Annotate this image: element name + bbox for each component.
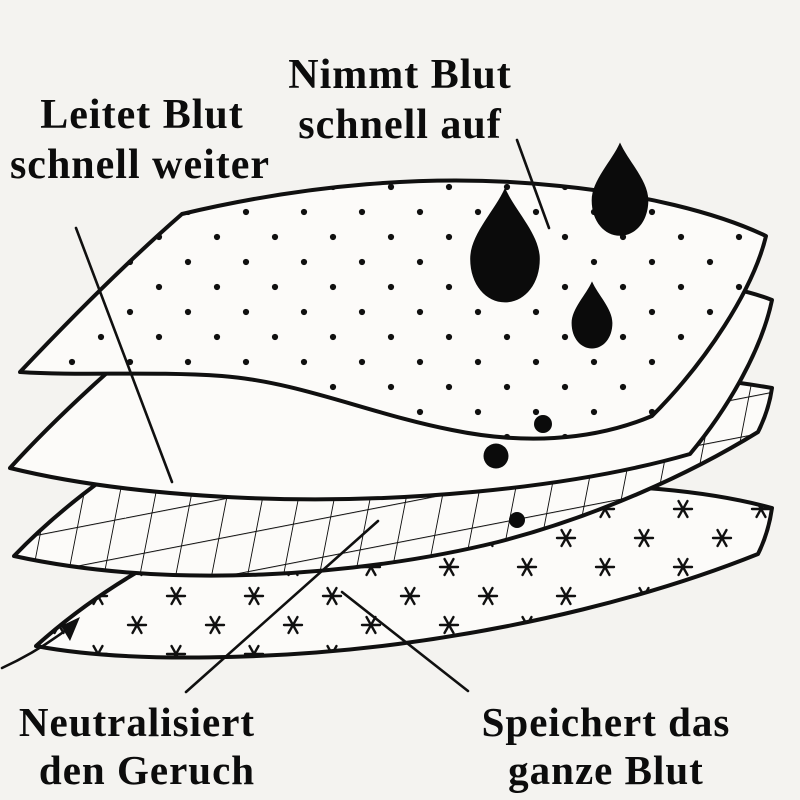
layer-top-sheet — [18, 178, 768, 441]
blood-drops — [470, 142, 649, 528]
blood-dot-icon — [509, 512, 525, 528]
label-top-center-line2: schnell auf — [298, 102, 502, 148]
blood-dot-icon — [483, 443, 509, 469]
label-top-center-line1: Nimmt Blut — [288, 52, 512, 98]
label-bottom-right-line2: ganze Blut — [508, 747, 704, 793]
label-bottom-right-line1: Speichert das — [482, 699, 731, 745]
leader-line-top-center — [515, 138, 551, 230]
label-bottom-left-line2: den Geruch — [39, 747, 255, 793]
label-bottom-left-line1: Neutralisiert — [19, 699, 255, 745]
label-top-left-line2: schnell weiter — [10, 142, 270, 188]
leader-line-bottom-left — [184, 519, 380, 694]
leader-line-top-left — [74, 226, 174, 484]
pointer-arrow-icon — [0, 617, 80, 670]
label-top-left-line1: Leitet Blut — [40, 92, 243, 138]
blood-dot-icon — [534, 415, 552, 433]
leader-line-bottom-right — [340, 590, 470, 693]
